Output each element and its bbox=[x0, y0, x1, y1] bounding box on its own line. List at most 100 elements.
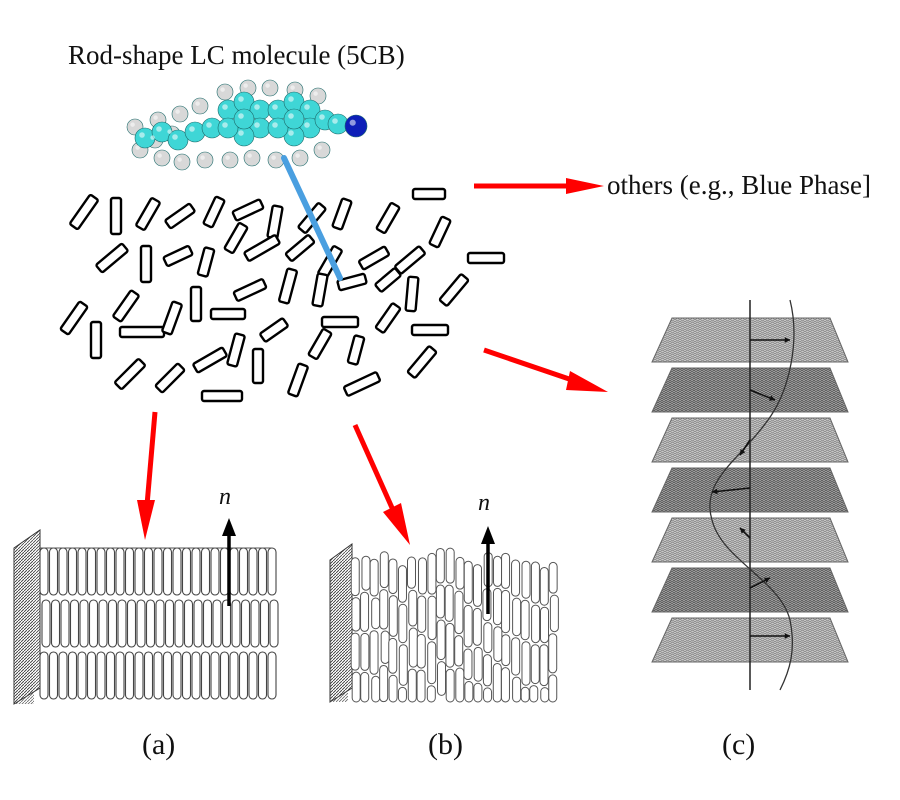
smectic-molecule bbox=[193, 599, 203, 648]
phase-arrows bbox=[137, 178, 608, 545]
nematic-molecule bbox=[371, 675, 381, 703]
helix-curve bbox=[709, 299, 795, 691]
nematic-molecule bbox=[398, 644, 408, 686]
nematic-molecule bbox=[408, 627, 418, 668]
atom bbox=[291, 149, 309, 167]
smectic-molecule bbox=[153, 651, 163, 700]
lc-rod bbox=[287, 362, 309, 398]
nematic-molecule bbox=[520, 686, 530, 703]
smectic-molecule bbox=[248, 651, 258, 700]
smectic-molecule bbox=[48, 651, 59, 700]
nematic-molecule bbox=[472, 607, 482, 646]
cholesteric-phase-stack bbox=[651, 299, 849, 691]
nematic-molecule bbox=[406, 556, 416, 589]
nematic-molecule bbox=[407, 668, 417, 703]
smectic-molecule bbox=[143, 547, 154, 596]
nematic-molecule bbox=[539, 566, 549, 606]
nematic-molecule bbox=[427, 641, 437, 685]
atom bbox=[171, 105, 189, 123]
lc-rod bbox=[374, 267, 402, 293]
lc-rod bbox=[192, 346, 228, 374]
nematic-molecule bbox=[483, 622, 493, 654]
nematic-molecule bbox=[455, 556, 465, 590]
lc-rod bbox=[278, 267, 298, 305]
nematic-molecule bbox=[371, 597, 381, 630]
nematic-molecule bbox=[379, 589, 389, 630]
lc-rod bbox=[202, 195, 226, 229]
molecule-title: Rod-shape LC molecule (5CB) bbox=[68, 40, 405, 70]
nematic-molecule bbox=[360, 591, 370, 632]
smectic-molecule bbox=[257, 547, 268, 596]
smectic-molecule bbox=[257, 651, 268, 700]
nematic-molecule bbox=[455, 667, 465, 703]
smectic-molecule bbox=[105, 547, 116, 596]
smectic-molecule bbox=[50, 599, 61, 648]
nematic-molecule bbox=[444, 584, 454, 622]
nematic-molecule bbox=[548, 561, 558, 594]
smectic-molecule bbox=[259, 599, 270, 648]
atom bbox=[283, 108, 305, 130]
lc-rod bbox=[189, 285, 203, 323]
smectic-molecule bbox=[79, 599, 89, 648]
smectic-molecule bbox=[67, 651, 78, 700]
nematic-molecule bbox=[435, 547, 445, 584]
nematic-molecule bbox=[380, 630, 390, 664]
lc-rod bbox=[162, 245, 194, 267]
lc-rod bbox=[346, 334, 366, 366]
nematic-molecule bbox=[472, 564, 482, 607]
atom bbox=[196, 151, 214, 169]
smectic-molecule bbox=[200, 651, 211, 700]
lc-rod bbox=[466, 251, 506, 265]
nematic-molecule bbox=[500, 667, 510, 703]
nematic-molecule bbox=[492, 662, 502, 703]
nematic-molecule bbox=[408, 589, 418, 627]
nematic-molecule bbox=[540, 606, 550, 644]
nematic-molecule bbox=[445, 668, 455, 703]
nematic-molecule bbox=[436, 619, 446, 661]
smectic-molecule bbox=[58, 547, 68, 596]
smectic-molecule bbox=[60, 599, 70, 648]
smectic-molecule bbox=[143, 651, 154, 700]
smectic-molecule bbox=[67, 547, 78, 596]
nematic-molecule bbox=[435, 584, 445, 619]
atom bbox=[233, 108, 255, 130]
nematic-molecule bbox=[492, 587, 502, 626]
nematic-molecule bbox=[427, 552, 437, 595]
nematic-molecule bbox=[445, 622, 455, 668]
smectic-molecule bbox=[183, 599, 194, 648]
smectic-molecule bbox=[134, 547, 144, 596]
lc-rod bbox=[154, 362, 186, 394]
nematic-molecule bbox=[539, 644, 549, 687]
nematic-molecule bbox=[463, 648, 473, 681]
atom bbox=[267, 151, 285, 169]
smectic-molecule bbox=[210, 547, 220, 596]
lc-rod bbox=[209, 307, 247, 321]
arrow-to-cholesteric bbox=[483, 347, 608, 392]
nematic-molecule bbox=[501, 552, 511, 589]
lc-rod bbox=[307, 328, 333, 360]
nematic-molecule bbox=[416, 633, 426, 669]
smectic-molecule bbox=[240, 599, 251, 648]
nematic-molecule bbox=[464, 681, 474, 703]
nematic-molecule bbox=[511, 559, 521, 597]
lc-rod bbox=[438, 273, 470, 307]
lc-rod bbox=[89, 320, 103, 360]
nematic-molecule bbox=[388, 558, 398, 595]
smectic-molecule bbox=[107, 599, 118, 648]
smectic-molecule bbox=[86, 651, 97, 700]
layer-director bbox=[711, 487, 751, 493]
lc-rod bbox=[251, 347, 265, 385]
smectic-molecule bbox=[174, 599, 184, 648]
nematic-molecule bbox=[379, 551, 389, 589]
atom bbox=[216, 83, 234, 101]
smectic-molecule bbox=[58, 651, 68, 700]
smectic-molecule bbox=[41, 599, 51, 648]
smectic-molecule bbox=[248, 547, 258, 596]
others-label: others (e.g., Blue Phase] bbox=[607, 170, 871, 200]
smectic-molecule bbox=[117, 599, 127, 648]
atom bbox=[243, 149, 261, 167]
director-label-b: n bbox=[478, 490, 490, 516]
smectic-molecule bbox=[162, 651, 173, 700]
director-arrow-a bbox=[222, 518, 236, 606]
smectic-molecule bbox=[145, 599, 156, 648]
